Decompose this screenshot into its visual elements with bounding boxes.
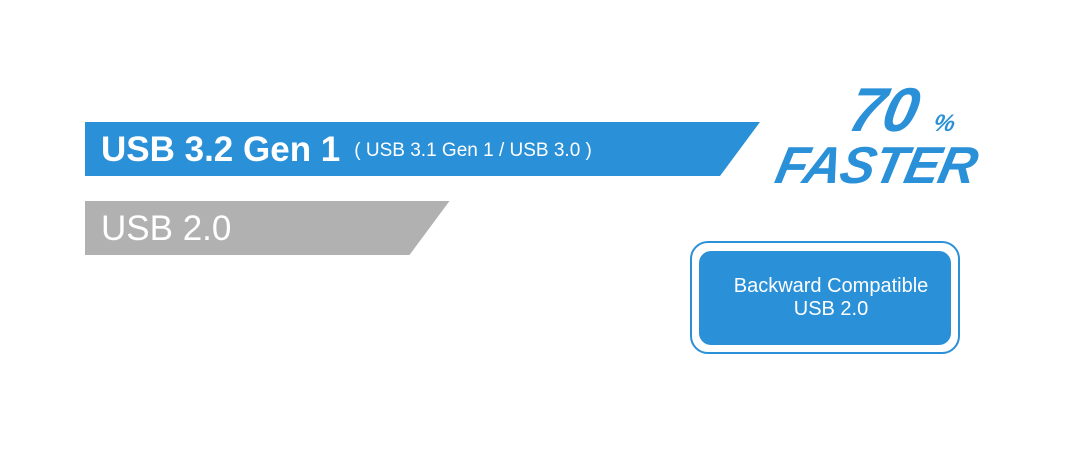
faster-callout: 70 % FASTER (729, 76, 985, 200)
speed-increase-value: 70 (843, 76, 925, 145)
backward-compatible-line-2: USB 2.0 (793, 298, 869, 320)
backward-compatible-panel: Backward Compatible USB 2.0 (699, 251, 951, 345)
bar-usb-3-2-gen-1 (85, 122, 760, 176)
faster-label: FASTER (770, 137, 983, 195)
speed-increase-unit: % (930, 110, 958, 137)
backward-compatible-line-1: Backward Compatible (733, 275, 929, 297)
bar-label-1: USB 2.0 (101, 209, 231, 248)
bar-label-0: USB 3.2 Gen 1 (101, 130, 340, 169)
bar-usb-2-0 (85, 201, 450, 255)
backward-compatible-badge: Backward Compatible USB 2.0 (690, 241, 960, 354)
bar-note-0: ( USB 3.1 Gen 1 / USB 3.0 ) (354, 140, 592, 161)
